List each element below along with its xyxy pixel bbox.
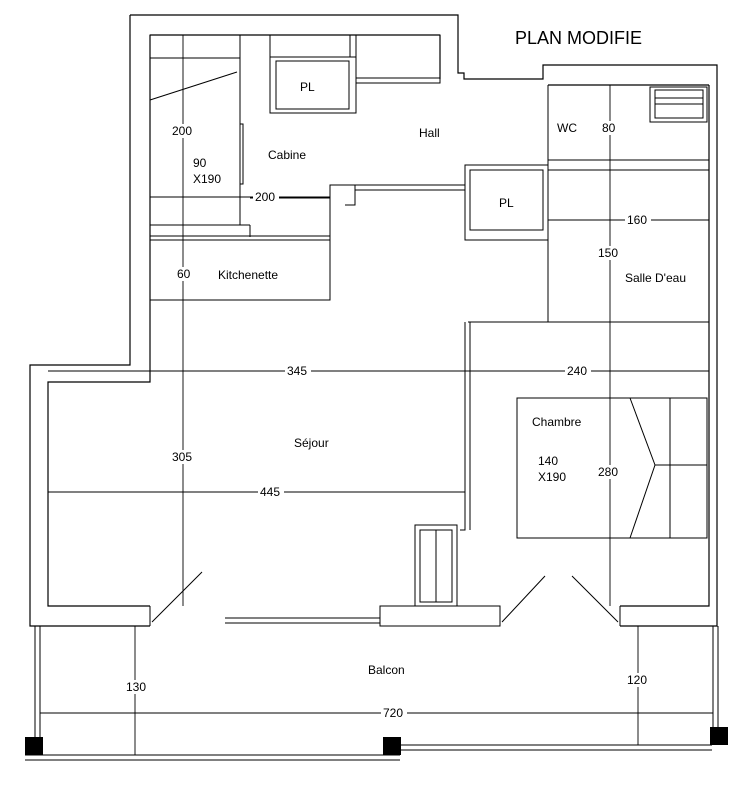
room-label-chambre: Chambre (532, 415, 582, 429)
cabine-bed-length: X190 (193, 172, 221, 186)
room-label-kitchenette: Kitchenette (218, 268, 278, 282)
dim-salle-width: 160 (627, 213, 647, 227)
dim-salle-depth: 150 (598, 246, 618, 260)
dim-balcon-width: 720 (383, 706, 403, 720)
room-label-salle-deau: Salle D'eau (625, 271, 686, 285)
room-label-cabine: Cabine (268, 148, 306, 162)
closet-label-top: PL (300, 80, 315, 94)
balcony-post-right (710, 727, 728, 745)
dim-chambre-depth: 280 (598, 465, 618, 479)
dim-wc-depth: 80 (602, 121, 616, 135)
dim-sejour-width: 345 (287, 364, 307, 378)
dim-sejour-inner-width: 445 (260, 485, 280, 499)
chambre-bed-width: 140 (538, 454, 558, 468)
cabine-closets (269, 34, 441, 114)
dim-balcon-right-depth: 120 (627, 673, 647, 687)
chambre-partition (379, 322, 501, 627)
chambre-bed-length: X190 (538, 470, 566, 484)
dim-chambre-width: 240 (567, 364, 587, 378)
plan-title: PLAN MODIFIE (515, 28, 642, 48)
chambre-bed (516, 397, 708, 539)
dim-sejour-depth: 305 (172, 450, 192, 464)
balcony (25, 626, 728, 761)
outer-walls (29, 14, 718, 627)
room-label-hall: Hall (419, 126, 440, 140)
cabine-room (149, 34, 251, 237)
south-openings (149, 571, 621, 626)
dim-kitchenette-depth: 60 (177, 267, 191, 281)
dim-cabine-width: 200 (255, 190, 275, 204)
balcony-post-mid (383, 737, 401, 755)
balcony-post-left (25, 737, 43, 755)
cabine-partition (150, 184, 465, 301)
wet-rooms (468, 85, 709, 323)
closet-label-mid: PL (499, 196, 514, 210)
dimension-lines (40, 35, 713, 755)
room-label-balcon: Balcon (368, 663, 405, 677)
dim-balcon-left-depth: 130 (126, 680, 146, 694)
room-label-wc: WC (557, 121, 577, 135)
dim-cabine-height: 200 (172, 124, 192, 138)
cabine-bed-width: 90 (193, 156, 207, 170)
room-label-sejour: Séjour (294, 436, 329, 450)
